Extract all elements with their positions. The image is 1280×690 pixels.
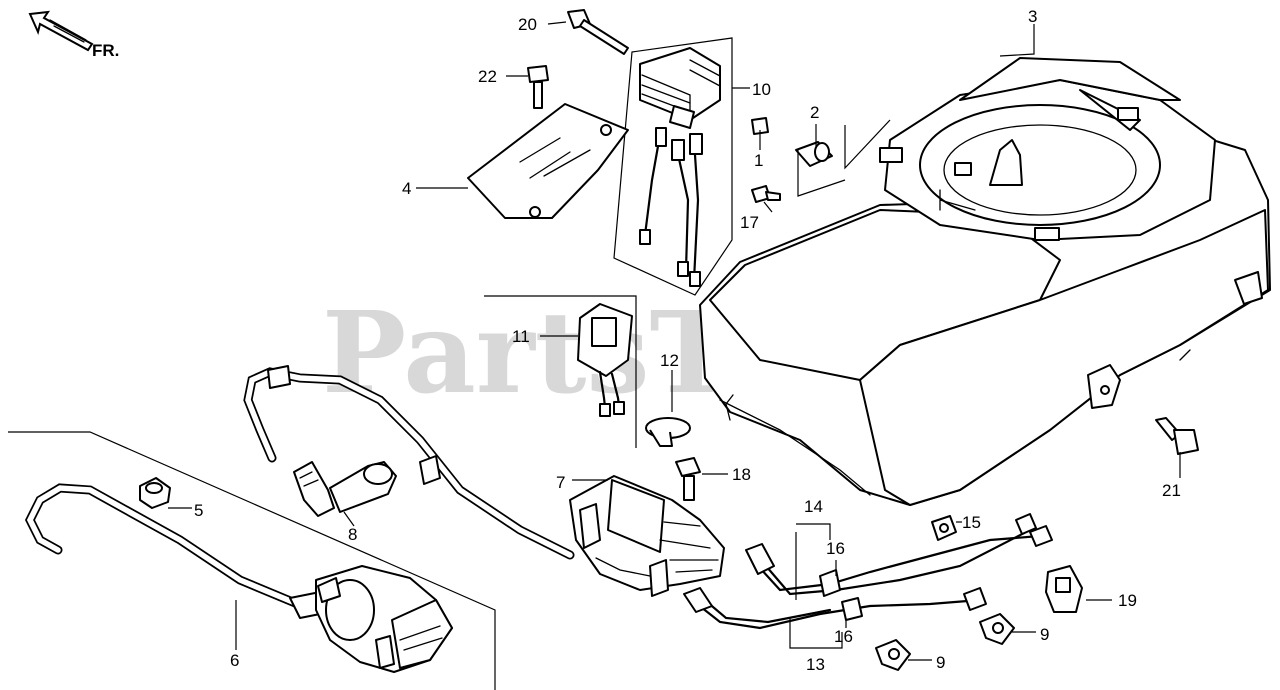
clip-9-lower <box>875 639 911 671</box>
leader-lines <box>168 21 1181 661</box>
collar-2 <box>795 141 833 167</box>
ignition-coil-assembly <box>8 431 496 690</box>
callout-7: 7 <box>556 473 565 492</box>
callout-13: 13 <box>806 655 825 674</box>
grommet-5 <box>139 477 171 509</box>
callout-11: 11 <box>512 327 530 346</box>
clip-9-upper <box>979 613 1015 645</box>
front-direction-label: FR. <box>92 41 119 60</box>
bolt-18 <box>675 457 701 501</box>
ignition-coil <box>569 475 725 597</box>
front-arrow-icon <box>28 10 94 52</box>
callout-8: 8 <box>348 525 357 544</box>
callout-16-upper: 16 <box>826 539 845 558</box>
wire-clip-15 <box>931 515 957 541</box>
callout-5: 5 <box>194 501 203 520</box>
callout-16-lower: 16 <box>834 627 853 646</box>
callout-15: 15 <box>962 513 981 532</box>
spark-plug-cap <box>293 461 397 517</box>
regulator-rectifier <box>613 37 733 296</box>
front-direction-indicator: FR. <box>28 10 119 60</box>
high-tension-lead <box>243 365 575 560</box>
screw-17 <box>751 185 781 203</box>
callout-12: 12 <box>660 351 679 370</box>
clamp-band-12 <box>645 417 691 447</box>
collar-bracket-lines <box>797 119 891 197</box>
wire-harness <box>683 513 1053 649</box>
callout-1: 1 <box>754 151 763 170</box>
callout-labels: 1 2 3 4 5 6 7 8 9 9 10 11 12 13 14 15 16… <box>194 7 1181 674</box>
callout-9-lower: 9 <box>936 653 945 672</box>
bracket-plate <box>467 103 629 219</box>
callout-6: 6 <box>230 651 239 670</box>
bolt-22 <box>527 65 549 109</box>
callout-17: 17 <box>740 213 759 232</box>
callout-18: 18 <box>732 465 751 484</box>
callout-4: 4 <box>402 179 411 198</box>
callout-22: 22 <box>478 67 497 86</box>
ignition-control-unit <box>484 295 637 448</box>
bolt-21 <box>1155 417 1199 455</box>
bolt-20 <box>567 9 629 55</box>
callout-14: 14 <box>804 497 823 516</box>
nut-1 <box>751 117 769 135</box>
callout-19: 19 <box>1118 591 1137 610</box>
callout-3: 3 <box>1028 7 1037 26</box>
callout-10: 10 <box>752 80 771 99</box>
connector-holder-19 <box>1045 565 1083 613</box>
callout-20: 20 <box>518 15 537 34</box>
callout-9-upper: 9 <box>1040 625 1049 644</box>
callout-2: 2 <box>810 103 819 122</box>
fan-cover-shroud <box>699 57 1271 506</box>
callout-21: 21 <box>1162 481 1181 500</box>
